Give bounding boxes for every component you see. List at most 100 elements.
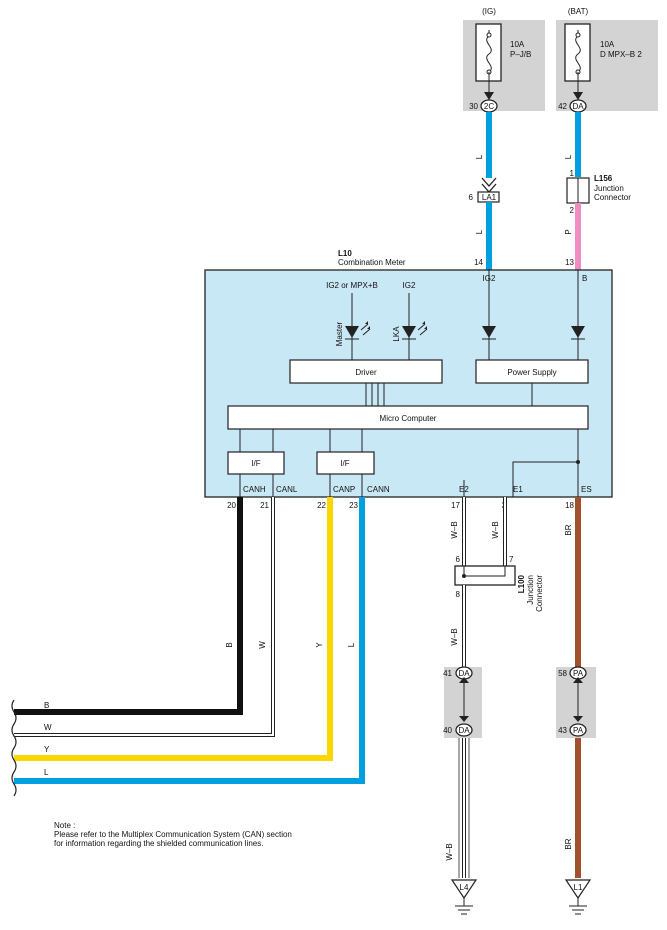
da-pin-41: 41 (443, 669, 452, 678)
da-connector-bottom (455, 723, 473, 737)
bat-source-label: (BAT) (568, 7, 589, 16)
note-line-1: Please refer to the Multiplex Communicat… (54, 830, 292, 839)
pa-connector-bottom-label: PA (573, 726, 584, 735)
bat-fuse-icon (573, 30, 583, 100)
power-supply-label: Power Supply (507, 368, 556, 377)
meter-id: L10 (338, 249, 352, 258)
da-connector-top-label: DA (458, 669, 470, 678)
ig-fuse-amp: 10A (510, 40, 525, 49)
can-wire-y (14, 497, 333, 761)
micro-computer-block (227, 405, 589, 430)
driver-bus-lines (365, 383, 385, 406)
l100-name-line2: Connector (535, 575, 544, 612)
if-label-2: I/F (340, 459, 349, 468)
bat-fuse-name: D MPX–B 2 (600, 50, 642, 59)
b-diode-icon (571, 270, 585, 360)
e2-wire-label-mid: W–B (450, 628, 459, 645)
e2-wire-label: W–B (450, 521, 459, 538)
pin-18: 18 (565, 501, 574, 510)
cable-break-mark (11, 699, 17, 797)
ground-l4-label: L4 (460, 883, 469, 892)
b-wire-label-upper: L (564, 154, 573, 159)
ig-connector-label: 2C (484, 102, 494, 111)
l156-pin-bottom: 2 (570, 206, 575, 215)
ig-source-label: (IG) (482, 7, 496, 16)
pin-22: 22 (317, 501, 326, 510)
l156-name-line2: Connector (594, 193, 631, 202)
da-connector-bottom-label: DA (458, 726, 470, 735)
term-e1: E1 (513, 485, 523, 494)
can-wire-b-label-v: B (225, 642, 234, 647)
can-wire-w-label-v: W (258, 641, 267, 649)
term-es: ES (581, 485, 592, 494)
micro-computer-label: Micro Computer (380, 414, 437, 423)
term-canl: CANL (276, 485, 298, 494)
can-wires: B B W W Y Y L L (11, 497, 365, 797)
term-e2: E2 (459, 485, 469, 494)
pa-arrow-up-icon (573, 677, 583, 683)
ig-pin-number: 30 (469, 102, 478, 111)
term-cann: CANN (367, 485, 390, 494)
pin-20: 20 (227, 501, 236, 510)
note-title: Note : (54, 821, 75, 830)
can-wire-l-label-h: L (44, 768, 49, 777)
es-wire-label-low: BR (564, 838, 573, 849)
supply-label-1: IG2 or MPX+B (326, 281, 378, 290)
es-ground-path: BR 58 PA 43 PA BR L1 (556, 497, 596, 915)
e2-ground-path: W–B W–B 6 7 8 L100 Junction Connector W–… (443, 497, 544, 915)
pa-connector-top-label: PA (573, 669, 584, 678)
master-led-icon (345, 293, 371, 360)
es-wire-label: BR (564, 524, 573, 535)
ig-fuse-group: (IG) 10A P–J/B 30 2C (463, 7, 545, 113)
b-wire-group: L 1 2 L156 Junction Connector P (564, 112, 631, 270)
ig2-wire-group: L LA1 6 L (469, 112, 500, 270)
pin-23: 23 (349, 501, 358, 510)
note-block: Note : Please refer to the Multiplex Com… (54, 821, 292, 848)
note-line-2: for information regarding the shielded c… (54, 839, 263, 848)
ig2-wire-label-upper: L (475, 154, 484, 159)
master-led-label: Master (335, 321, 344, 346)
ig-fuse-icon (484, 30, 494, 100)
bat-fuse-amp: 10A (600, 40, 615, 49)
term-canp: CANP (333, 485, 355, 494)
ground-l1-label: L1 (574, 883, 583, 892)
can-wire-y-label-v: Y (315, 642, 324, 648)
meter-pin-13: 13 (565, 258, 574, 267)
meter-pin-14: 14 (474, 258, 483, 267)
l156-id: L156 (594, 174, 613, 183)
lka-led-label: LKA (392, 326, 401, 342)
e2-wire-label-low: W–B (445, 843, 454, 860)
can-wire-w (14, 497, 274, 736)
l156-pin-top: 1 (570, 169, 575, 178)
bat-fuse-group: (BAT) 10A D MPX–B 2 42 DA (556, 7, 658, 113)
combination-meter: L10 Combination Meter 14 13 IG2 B IG2 or… (204, 249, 613, 510)
l100-id: L100 (517, 574, 526, 593)
supply-label-2: IG2 (403, 281, 416, 290)
if-label-1: I/F (251, 459, 260, 468)
ground-l1-icon (569, 898, 587, 915)
ground-l4-triangle (450, 879, 478, 900)
can-wire-b-label-h: B (44, 701, 49, 710)
ground-l1-triangle (564, 879, 592, 900)
l100-pin-7: 7 (509, 555, 514, 564)
l100-name-line1: Junction (526, 575, 535, 605)
pa-arrow-down-icon (573, 716, 583, 722)
lka-led-icon (402, 293, 428, 360)
meter-name: Combination Meter (338, 258, 406, 267)
if-block-1 (227, 451, 285, 475)
pa-connector-bottom (569, 723, 587, 737)
pin-21: 21 (260, 501, 269, 510)
l100-pin-8: 8 (456, 590, 461, 599)
can-wire-l-label-v: L (347, 642, 356, 647)
b-wire-label-lower: P (564, 229, 573, 234)
e1-wire-label: W–B (491, 521, 500, 538)
la1-connector-label: LA1 (482, 193, 497, 202)
can-wire-w-outline (14, 497, 275, 737)
can-wire-l (14, 497, 365, 784)
da-pin-40: 40 (443, 726, 452, 735)
ig-fuse-box (463, 20, 545, 111)
bat-pin-number: 42 (558, 102, 567, 111)
can-wire-w-label-h: W (44, 723, 52, 732)
pa-pin-43: 43 (558, 726, 567, 735)
